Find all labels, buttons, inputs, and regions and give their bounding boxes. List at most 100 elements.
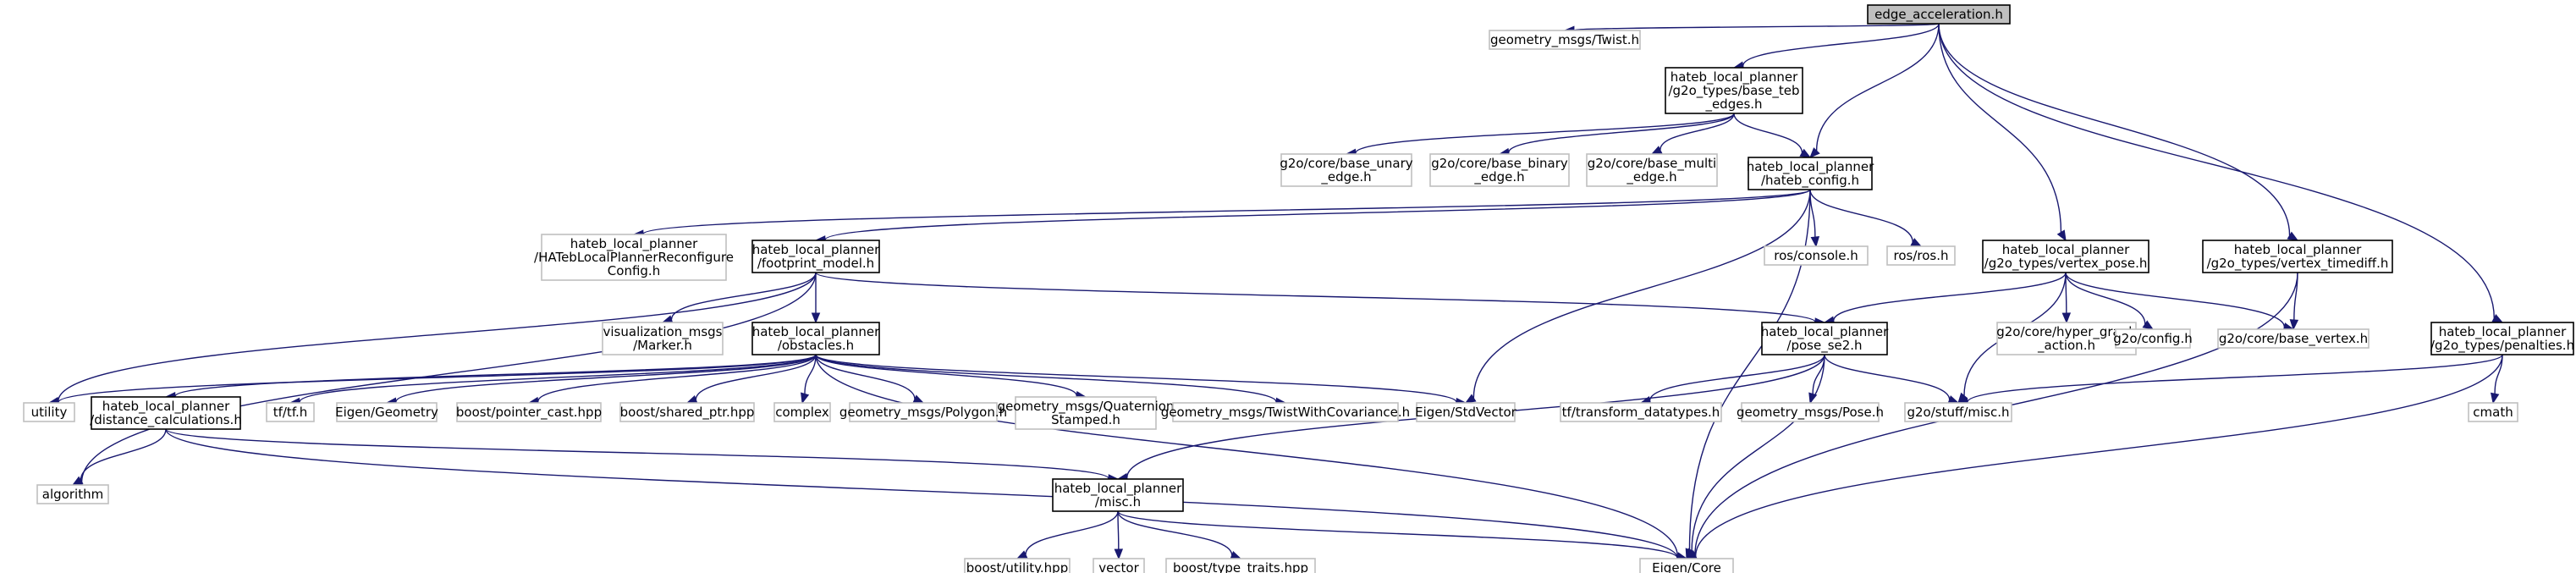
edge-dist_calc-to-misc_h xyxy=(165,428,1120,483)
node-eigen-geometry[interactable]: Eigen/Geometry xyxy=(335,402,438,422)
arrowhead xyxy=(2287,231,2299,241)
node-label: hateb_local_planner xyxy=(752,242,880,258)
node-obstacles[interactable]: hateb_local_planner/obstacles.h xyxy=(751,322,880,355)
node-geom-pose[interactable]: geometry_msgs/Pose.h xyxy=(1737,402,1884,422)
node-boost-utility[interactable]: boost/utility.hpp xyxy=(964,558,1071,573)
node-label: /pose_se2.h xyxy=(1786,338,1862,354)
node-cmath[interactable]: cmath xyxy=(2468,402,2518,422)
node-box xyxy=(1586,153,1718,187)
node-vertex-pose[interactable]: hateb_local_planner/g2o_types/vertex_pos… xyxy=(1982,240,2149,273)
edge-line xyxy=(815,354,916,399)
edge-obstacles-to-dist_calc xyxy=(164,354,817,401)
edge-line xyxy=(815,272,1816,323)
node-vertex-timediff[interactable]: hateb_local_planner/g2o_types/vertex_tim… xyxy=(2202,240,2393,273)
node-unary[interactable]: g2o/core/base_unary_edge.h xyxy=(1280,153,1413,187)
node-label: geometry_msgs/Quaternion xyxy=(998,399,1175,415)
node-twist-cov[interactable]: geometry_msgs/TwistWithCovariance.h xyxy=(1161,402,1410,422)
edge-line xyxy=(815,354,1457,403)
node-box xyxy=(1741,402,1880,422)
node-label: /misc.h xyxy=(1095,494,1141,510)
node-vis-marker[interactable]: visualization_msgs/Marker.h xyxy=(602,322,724,355)
node-box xyxy=(1429,153,1570,187)
edge-obstacles-to-complex xyxy=(801,354,817,405)
node-base-vertex[interactable]: g2o/core/base_vertex.h xyxy=(2217,328,2370,349)
node-box xyxy=(773,402,831,422)
node-ros-ros[interactable]: ros/ros.h xyxy=(1886,245,1956,266)
arrowhead xyxy=(2142,320,2155,330)
edge-line xyxy=(58,272,817,402)
arrowhead xyxy=(2289,319,2299,331)
node-tf-transform[interactable]: tf/transform_datatypes.h xyxy=(1560,402,1722,422)
edge-vertex_pose-to-g2o_config xyxy=(2065,272,2155,330)
node-pointer-cast[interactable]: boost/pointer_cast.hpp xyxy=(456,402,602,422)
node-label: Eigen/Core xyxy=(1652,560,1721,573)
node-algorithm[interactable]: algorithm xyxy=(36,484,109,504)
node-g2o-config[interactable]: g2o/config.h xyxy=(2113,328,2193,349)
edge-root-to-vertex_pose xyxy=(1938,23,2067,242)
node-label: Eigen/Geometry xyxy=(335,405,438,420)
node-base-teb[interactable]: hateb_local_planner/g2o_types/base_teb_e… xyxy=(1665,67,1803,114)
edge-line xyxy=(1508,113,1735,153)
edge-line xyxy=(299,354,817,403)
node-polygon[interactable]: geometry_msgs/Polygon.h xyxy=(839,402,1007,422)
node-label: ros/ros.h xyxy=(1894,248,1949,263)
node-box xyxy=(602,322,724,355)
arrowhead xyxy=(801,392,810,405)
edge-line xyxy=(1649,354,1825,401)
node-box xyxy=(1639,558,1734,573)
node-misc-h[interactable]: hateb_local_planner/misc.h xyxy=(1052,478,1184,512)
node-pose-se2[interactable]: hateb_local_planner/pose_se2.h xyxy=(1761,322,1889,355)
node-twist[interactable]: geometry_msgs/Twist.h xyxy=(1489,30,1641,50)
node-label: g2o/core/base_multi xyxy=(1588,156,1716,172)
node-box xyxy=(266,402,315,422)
edge-line xyxy=(1938,23,2062,233)
node-tf[interactable]: tf/tf.h xyxy=(266,402,315,422)
node-hateb-config[interactable]: hateb_local_planner/hateb_config.h xyxy=(1747,157,1874,190)
node-hateb-reconf[interactable]: hateb_local_planner/HATebLocalPlannerRec… xyxy=(534,234,734,281)
node-eigen-core[interactable]: Eigen/Core xyxy=(1639,558,1734,573)
node-binary[interactable]: g2o/core/base_binary_edge.h xyxy=(1429,153,1570,187)
node-box xyxy=(1748,157,1873,190)
edge-obstacles-to-pointer_cast xyxy=(527,354,817,406)
node-label: Eigen/StdVector xyxy=(1415,405,1517,420)
node-root[interactable]: edge_acceleration.h xyxy=(1867,4,2011,25)
edge-line xyxy=(165,428,1109,480)
edge-footprint-to-obstacles xyxy=(811,273,821,324)
node-box xyxy=(541,234,727,281)
node-label: g2o/core/base_unary xyxy=(1280,156,1412,172)
node-label: /g2o_types/penalties.h xyxy=(2430,338,2574,354)
node-multi[interactable]: g2o/core/base_multi_edge.h xyxy=(1586,153,1718,187)
node-footprint[interactable]: hateb_local_planner/footprint_model.h xyxy=(751,240,880,273)
node-hyper-graph[interactable]: g2o/core/hyper_graph_action.h xyxy=(1996,322,2137,355)
node-label: algorithm xyxy=(42,487,103,502)
edge-line xyxy=(1025,510,1119,555)
arrowhead xyxy=(1114,548,1124,560)
node-dist-calc[interactable]: hateb_local_planner/distance_calculation… xyxy=(90,396,242,430)
node-complex[interactable]: complex xyxy=(773,402,831,422)
node-ros-console[interactable]: ros/console.h xyxy=(1764,245,1869,266)
edge-line xyxy=(1694,354,2503,557)
node-box xyxy=(1867,4,2011,25)
node-shared-ptr[interactable]: boost/shared_ptr.hpp xyxy=(619,402,755,422)
edge-line xyxy=(1660,113,1735,151)
node-label: hateb_local_planner xyxy=(1761,324,1889,340)
node-utility[interactable]: utility xyxy=(23,402,75,422)
node-stdvector[interactable]: Eigen/StdVector xyxy=(1415,402,1517,422)
node-label: _action.h xyxy=(2037,338,2095,354)
arrowhead xyxy=(811,312,821,324)
node-vector[interactable]: vector xyxy=(1093,558,1145,573)
node-label: _edge.h xyxy=(1473,169,1524,185)
node-box xyxy=(1886,245,1956,266)
node-g2o-misc[interactable]: g2o/stuff/misc.h xyxy=(1904,402,2012,422)
node-penalties[interactable]: hateb_local_planner/g2o_types/penalties.… xyxy=(2430,322,2574,355)
node-type-traits[interactable]: boost/type_traits.hpp xyxy=(1165,558,1316,573)
node-label: /footprint_model.h xyxy=(757,256,874,272)
node-box xyxy=(1560,402,1722,422)
node-label: /distance_calculations.h xyxy=(90,412,242,428)
edge-vertex_pose-to-pose_se2 xyxy=(1823,272,2067,325)
edge-line xyxy=(1938,23,2495,318)
node-box xyxy=(2468,402,2518,422)
edge-line xyxy=(1117,510,1233,556)
